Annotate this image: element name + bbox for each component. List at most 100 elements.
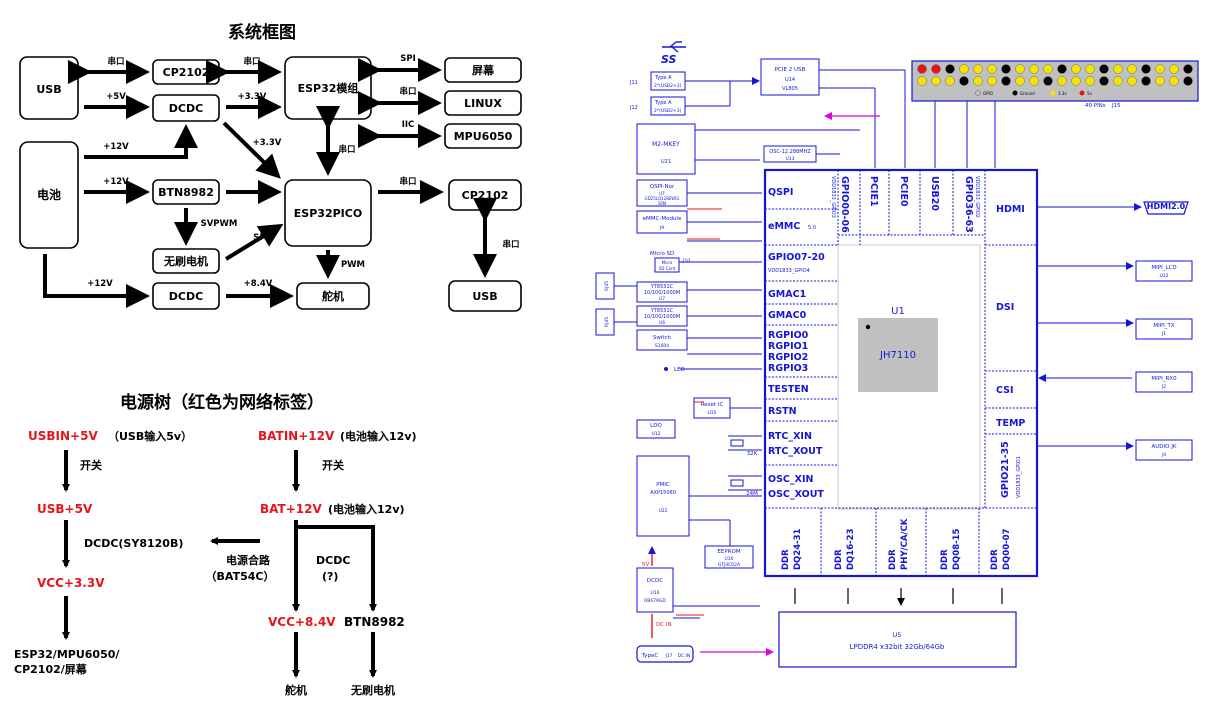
soc-vdd-gpio3: VDD1833_GPIO3 (830, 176, 836, 218)
header-pin (1071, 64, 1081, 74)
dcdc-q-label: DCDC (316, 554, 350, 567)
block-btn8982-label: BTN8982 (158, 186, 214, 199)
mipi-rx-block (1135, 371, 1193, 393)
label-svpwm: SVPWM (201, 219, 238, 229)
header-pin (1085, 64, 1095, 74)
eeprom-part: GTJ4C02A (718, 562, 741, 568)
soc-dsi: DSI (996, 302, 1014, 313)
system-arrows (43, 58, 497, 308)
block-btn8982 (152, 179, 220, 205)
header-pins (917, 64, 1193, 86)
audio-label: AUDIO JK (1152, 444, 1177, 450)
yt1-u7: U7 (659, 296, 665, 302)
system-diagram-title: 系统框图 (228, 22, 296, 43)
ddr-dq16: DQ16-23 (846, 528, 856, 570)
header-pin (917, 76, 927, 86)
net-batin: BATIN+12V (258, 429, 335, 443)
mipi-tx-block (1135, 318, 1193, 340)
ddr-label-4: DDR (940, 549, 950, 570)
mipi-tx-label: MIPI_TX (1153, 323, 1174, 329)
header-pin (1183, 76, 1193, 86)
ddr-label-5: DDR (990, 549, 1000, 570)
dcdc-part: RB679GD (644, 598, 666, 604)
u14-label: U14 (785, 77, 795, 83)
soc-hdmi: HDMI (996, 204, 1025, 215)
u13-label: U13 (785, 156, 794, 162)
header-pin (1029, 76, 1039, 86)
block-dcdc-bottom-label: DCDC (169, 290, 203, 303)
dc-in-label: DC IN (656, 622, 672, 628)
soc-rtc-xin: RTC_XIN (768, 431, 812, 442)
type-a-2-label: Type A (654, 100, 672, 106)
bat54c-label: （BAT54C） (206, 570, 275, 583)
block-brushless-motor (152, 248, 220, 274)
emmc-module-label: eMMC-Module (643, 216, 682, 222)
net-vcc33: VCC+3.3V (37, 576, 105, 590)
soc-bottom-labels: DDR DQ24-31 DDR DQ16-23 DDR PHY/CA/CK DD… (781, 518, 1012, 570)
block-usb-right (448, 280, 522, 312)
u22-label: U22 (658, 508, 667, 514)
header-pin (1015, 64, 1025, 74)
legend-5v: 5v (1087, 91, 1093, 96)
yt2-u6: U6 (659, 320, 665, 326)
xtal-24m-label: 24M (746, 491, 758, 497)
block-usb-right-label: USB (472, 290, 497, 303)
pcie-usb-label: PCIE 2 USB (775, 67, 806, 73)
type-a-1-label: Type A (654, 75, 672, 81)
mipi-rx-label: MIPI_RX0 (1151, 376, 1177, 382)
block-screen (444, 57, 522, 83)
label-plus3v3-b: +3.3V (253, 138, 282, 148)
header-pin (1169, 76, 1179, 86)
j2-label: J2 (1161, 384, 1166, 390)
soc-left-dividers (765, 170, 1037, 509)
label-iic: IIC (402, 120, 415, 130)
ddr-bus-arrows (794, 588, 1003, 606)
header-pin (1169, 64, 1179, 74)
type-a-1-sub: 2*(USB2+3) (654, 83, 682, 89)
eeprom-label: EEPROM (717, 549, 740, 555)
soc-gpio36-63: GPIO36-63 (963, 176, 974, 233)
microsd-card-2: SD Card (659, 266, 676, 271)
lpddr4-desc: LPDDR4 x32bit 32Gb/64Gb (850, 643, 945, 651)
crystal-24m (728, 475, 746, 491)
block-esp32pico-label: ESP32PICO (294, 207, 362, 220)
u32-label: U32 (1159, 273, 1168, 279)
microsd-card-1: Micro (662, 260, 673, 265)
led-label: LED (674, 367, 685, 373)
header-pin (1043, 76, 1053, 86)
led-icon (664, 367, 668, 371)
ddr-phy: PHY/CA/CK (900, 518, 910, 570)
typec-label: TypeC (641, 653, 659, 659)
net-bat12-note: (电池输入12v) (328, 502, 405, 516)
header-pin (1127, 76, 1137, 86)
ddr-label-1: DDR (781, 549, 791, 570)
u16-label: U16 (650, 590, 659, 596)
header-pin (931, 64, 941, 74)
header-pin (1029, 64, 1039, 74)
block-dcdc-top (152, 94, 220, 122)
block-linux-label: LINUX (464, 97, 502, 110)
switch-block (636, 329, 688, 351)
microsd-title: Micro SD (650, 251, 674, 257)
dcdc-sy8120b-label: DCDC(SY8120B) (84, 537, 183, 550)
net-usb5v: USB+5V (37, 502, 93, 516)
label-spi-bottom: SPI (253, 233, 269, 243)
yt2-speed: 10/100/1000M (644, 314, 680, 320)
system-arrow-labels: 串口 +5V 串口 +3.3V SPI 串口 IIC +12V +3.3V 串口… (87, 54, 519, 289)
label-serial-right: 串口 (399, 176, 416, 187)
ddr-label-2: DDR (834, 549, 844, 570)
dcdc-label: DCDC (647, 578, 663, 584)
legend-ground: Ground (1020, 91, 1035, 96)
pmic-label: PMIC (656, 482, 670, 488)
ldo-label: LDO (650, 423, 662, 429)
mipi-lcd-label: MIPI_LCD (1151, 265, 1176, 271)
power-tree: 电源树（红色为网络标签） USBIN+5V （USB输入5v） BATIN+12… (14, 392, 417, 697)
net-vcc84: VCC+8.4V (268, 615, 336, 629)
header-pin (1015, 76, 1025, 86)
lpddr4-block (778, 611, 1017, 668)
ethernet-phy-1 (636, 281, 688, 303)
label-plus3v3-a: +3.3V (238, 92, 267, 102)
soc-bottom-dividers (820, 508, 980, 576)
soc-chip-name: JH7110 (879, 350, 916, 361)
m2-mkey-block (636, 123, 696, 175)
